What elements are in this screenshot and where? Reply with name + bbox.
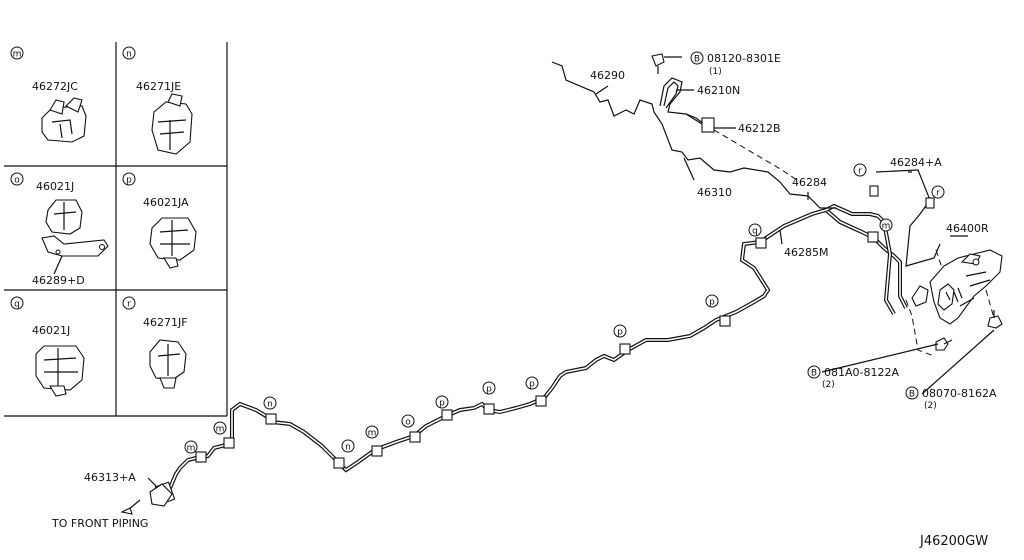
svg-text:n: n <box>267 400 273 410</box>
svg-text:p: p <box>617 328 623 338</box>
marker-r: r <box>931 185 945 199</box>
callout-leaders <box>147 56 995 487</box>
legend-key-o: o <box>14 176 20 186</box>
svg-text:r: r <box>936 189 940 199</box>
brake-caliper-46400r <box>911 249 1003 325</box>
marker-p: p <box>613 324 627 338</box>
clip-46021j-bracket <box>41 199 109 257</box>
callout-08070-qty: (2) <box>924 401 937 411</box>
legend-part-r: 46271JF <box>143 316 188 329</box>
marker-o: o <box>401 414 415 428</box>
clip-46021j <box>35 345 85 397</box>
svg-text:m: m <box>187 444 196 454</box>
bolt-08070 <box>987 310 1003 329</box>
connector-46212b <box>685 113 715 133</box>
callout-08070: 08070-8162A <box>922 387 997 400</box>
marker-m: m <box>184 440 198 454</box>
connector-46313a <box>120 483 173 515</box>
clip-46021ja <box>149 217 197 269</box>
callout-46400r: 46400R <box>946 222 989 235</box>
hose-46284a <box>875 169 941 267</box>
marker-m: m <box>365 425 379 439</box>
clip-46271jf <box>149 339 187 389</box>
legend-part-p: 46021JA <box>143 196 189 209</box>
callout-081a0: 081A0-8122A <box>824 366 899 379</box>
legend-cell-n: n 46271JE <box>122 46 193 155</box>
marker-p: p <box>435 395 449 409</box>
callout-08120-qty: (1) <box>709 67 722 77</box>
svg-text:o: o <box>405 418 411 428</box>
callout-46290: 46290 <box>590 69 625 82</box>
legend-cell-r: r 46271JF <box>122 296 188 389</box>
legend-cell-m: m 46272JC <box>10 46 87 143</box>
legend-part-46289d: 46289+D <box>32 274 85 287</box>
legend-key-r: r <box>127 300 131 310</box>
brake-tube-46290 <box>551 61 655 117</box>
clip-46272jc <box>41 97 87 143</box>
svg-text:p: p <box>486 385 492 395</box>
legend-key-n: n <box>126 50 132 60</box>
callout-081a0-qty: (2) <box>822 380 835 390</box>
marker-p: p <box>705 294 719 308</box>
legend-part-m: 46272JC <box>32 80 78 93</box>
marker-m: m <box>213 421 227 435</box>
legend-part-n: 46271JE <box>136 80 181 93</box>
svg-text:p: p <box>709 298 715 308</box>
svg-text:p: p <box>439 399 445 409</box>
parts-legend: m 46272JC n 46271JE o 46021J <box>4 42 228 417</box>
legend-part-o: 46021J <box>36 180 74 193</box>
bolt-08120 <box>651 53 665 74</box>
marker-p: p <box>525 376 539 390</box>
brake-tube-46310 <box>653 111 836 209</box>
marker-p: p <box>482 381 496 395</box>
brake-tube-46284 <box>825 203 896 315</box>
legend-key-m: m <box>13 50 22 60</box>
diagram-code: J46200GW <box>919 534 988 549</box>
svg-text:m: m <box>216 425 225 435</box>
legend-key-q: q <box>14 300 20 310</box>
line-clips <box>154 185 935 505</box>
legend-key-p: p <box>126 176 132 186</box>
marker-n: n <box>341 439 355 453</box>
callout-46284: 46284 <box>792 176 827 189</box>
svg-text:r: r <box>858 167 862 177</box>
marker-r: r <box>853 163 867 177</box>
svg-text:m: m <box>368 429 377 439</box>
marker-m: m <box>879 218 893 232</box>
legend-part-q: 46021J <box>32 324 70 337</box>
front-piping-note: TO FRONT PIPING <box>51 517 148 530</box>
clip-46271je <box>151 93 193 155</box>
svg-text:n: n <box>345 443 351 453</box>
bolt-081a0 <box>935 337 953 351</box>
marker-n: n <box>263 396 277 410</box>
bolt-marker-icon: B <box>811 369 817 379</box>
clip-markers: m m n n m o p p p p p q m r r <box>184 163 945 454</box>
hose-46210n <box>659 77 715 129</box>
callout-labels: 46290 B 08120-8301E (1) 46210N 46212B 46… <box>51 51 997 549</box>
svg-text:m: m <box>882 222 891 232</box>
callout-46212b: 46212B <box>738 122 781 135</box>
svg-text:q: q <box>752 227 758 237</box>
legend-cell-p: p 46021JA <box>122 172 197 269</box>
callout-46310: 46310 <box>697 186 732 199</box>
callout-08120: 08120-8301E <box>707 52 781 65</box>
callout-46210n: 46210N <box>697 84 740 97</box>
legend-cell-q: q 46021J <box>10 296 85 397</box>
marker-q: q <box>748 223 762 237</box>
bolt-marker-icon: B <box>909 390 915 400</box>
svg-text:p: p <box>529 380 535 390</box>
callout-46285m: 46285M <box>784 246 828 259</box>
callout-46313a: 46313+A <box>84 471 136 484</box>
legend-cell-o: o 46021J 46289+D <box>10 172 109 287</box>
callout-46284a: 46284+A <box>890 156 942 169</box>
bolt-marker-icon: B <box>694 55 700 65</box>
